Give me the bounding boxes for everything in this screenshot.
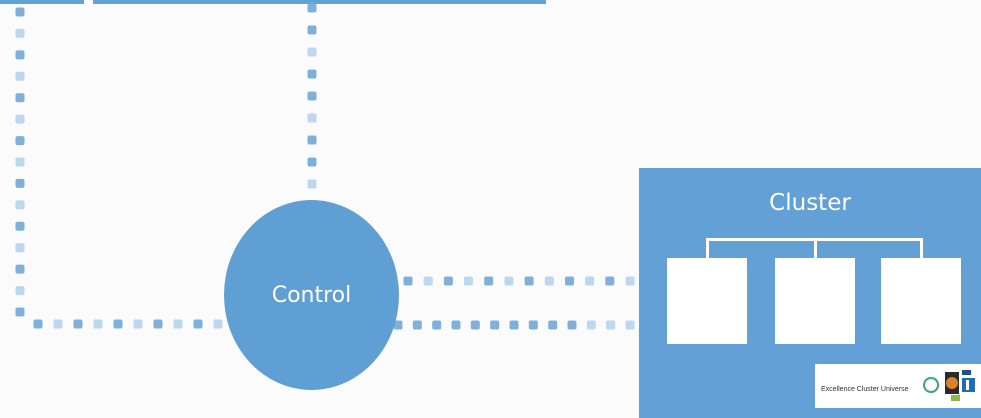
connector-dot xyxy=(15,50,25,60)
connector-dot xyxy=(464,276,473,286)
cluster-box: Cluster Excellence Cluster Universe xyxy=(639,168,981,418)
institution-logos-icon xyxy=(923,370,975,401)
cluster-title: Cluster xyxy=(769,190,851,216)
connector-dot xyxy=(625,320,635,330)
dotted-line-left-vertical xyxy=(15,7,25,317)
connector-dot xyxy=(528,320,538,330)
connector-dot xyxy=(53,319,63,329)
connector-dot xyxy=(548,320,558,330)
connector-dot xyxy=(509,320,519,330)
cluster-connector-left xyxy=(706,238,709,258)
connector-dot xyxy=(15,93,25,103)
connector-dot xyxy=(153,319,163,329)
connector-dot xyxy=(15,243,25,253)
connector-dot xyxy=(173,319,183,329)
dotted-line-lower-right xyxy=(393,320,635,330)
dotted-line-upper-right xyxy=(403,276,635,286)
connector-dot xyxy=(15,307,25,317)
connector-dot xyxy=(565,276,574,286)
connector-dot xyxy=(586,320,596,330)
connector-dot xyxy=(625,276,635,286)
cluster-connector-right xyxy=(920,238,923,258)
connector-dot xyxy=(423,276,433,286)
connector-dot xyxy=(567,320,577,330)
logo-text: Excellence Cluster Universe xyxy=(821,386,909,393)
connector-dot xyxy=(113,319,123,329)
connector-dot xyxy=(307,3,317,13)
control-label: Control xyxy=(271,282,352,308)
connector-dot xyxy=(403,276,413,286)
connector-dot xyxy=(15,28,25,38)
connector-dot xyxy=(213,319,223,329)
connector-dot xyxy=(490,320,500,330)
connector-dot xyxy=(193,319,203,329)
connector-dot xyxy=(412,320,422,330)
connector-dot xyxy=(606,320,616,330)
control-node: Control xyxy=(224,200,399,390)
connector-dot xyxy=(544,276,554,286)
logo-strip: Excellence Cluster Universe xyxy=(815,364,981,408)
connector-dot xyxy=(73,319,83,329)
cluster-node-2 xyxy=(775,258,855,344)
connector-dot xyxy=(15,157,25,167)
connector-dot xyxy=(393,320,403,330)
connector-dot xyxy=(15,114,25,124)
connector-dot xyxy=(307,179,317,189)
connector-dot xyxy=(15,136,25,146)
cluster-node-3 xyxy=(881,258,961,344)
connector-dot xyxy=(33,319,43,329)
connector-dot xyxy=(15,286,25,296)
connector-dot xyxy=(524,276,534,286)
connector-dot xyxy=(15,71,25,81)
connector-dot xyxy=(307,91,317,101)
connector-dot xyxy=(307,47,317,57)
connector-dot xyxy=(93,319,103,329)
connector-dot xyxy=(451,320,461,330)
connector-dot xyxy=(15,264,25,274)
top-left-bar xyxy=(0,0,84,4)
connector-dot xyxy=(504,276,514,286)
cluster-node-1 xyxy=(667,258,747,344)
connector-dot xyxy=(15,200,25,210)
connector-dot xyxy=(307,69,317,79)
connector-dot xyxy=(307,113,317,123)
connector-dot xyxy=(585,276,595,286)
connector-dot xyxy=(605,276,615,286)
connector-dot xyxy=(15,7,25,17)
top-right-bar xyxy=(93,0,546,4)
connector-dot xyxy=(307,25,317,35)
connector-dot xyxy=(15,178,25,188)
cluster-connector-middle xyxy=(814,238,817,258)
connector-dot xyxy=(307,157,317,167)
dotted-line-middle-vertical xyxy=(307,3,317,189)
dotted-line-bottom-left xyxy=(33,319,223,329)
connector-dot xyxy=(307,135,317,145)
connector-dot xyxy=(484,276,494,286)
connector-dot xyxy=(432,320,442,330)
connector-dot xyxy=(133,319,143,329)
connector-dot xyxy=(443,276,453,286)
connector-dot xyxy=(15,221,25,231)
connector-dot xyxy=(470,320,480,330)
